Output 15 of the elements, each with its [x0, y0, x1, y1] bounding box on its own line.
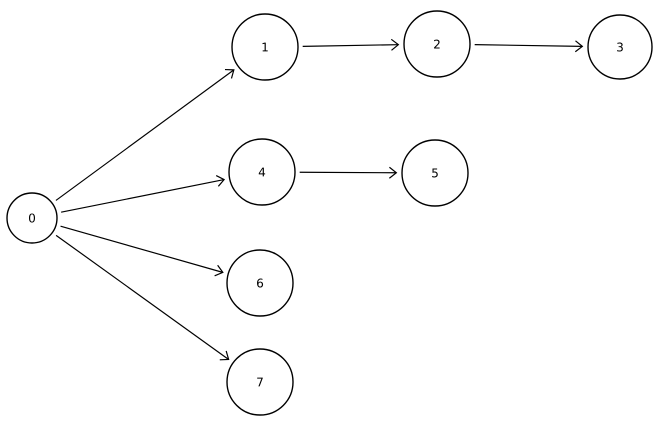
- circle-node: 0: [6, 192, 58, 244]
- arrow: [60, 226, 224, 276]
- circle-node: 5: [401, 139, 469, 207]
- circle-node: 4: [228, 138, 296, 206]
- arrow: [61, 175, 226, 213]
- circle-node: 6: [226, 249, 294, 317]
- circle-node: 3: [587, 14, 653, 80]
- circle-node: 7: [226, 348, 294, 416]
- arrow: [300, 166, 398, 179]
- circle-node: 1: [231, 13, 299, 81]
- arrow: [302, 38, 400, 51]
- arrow: [474, 40, 584, 52]
- arrow: [56, 234, 230, 360]
- arrow: [56, 68, 235, 201]
- circle-node: 2: [403, 10, 471, 78]
